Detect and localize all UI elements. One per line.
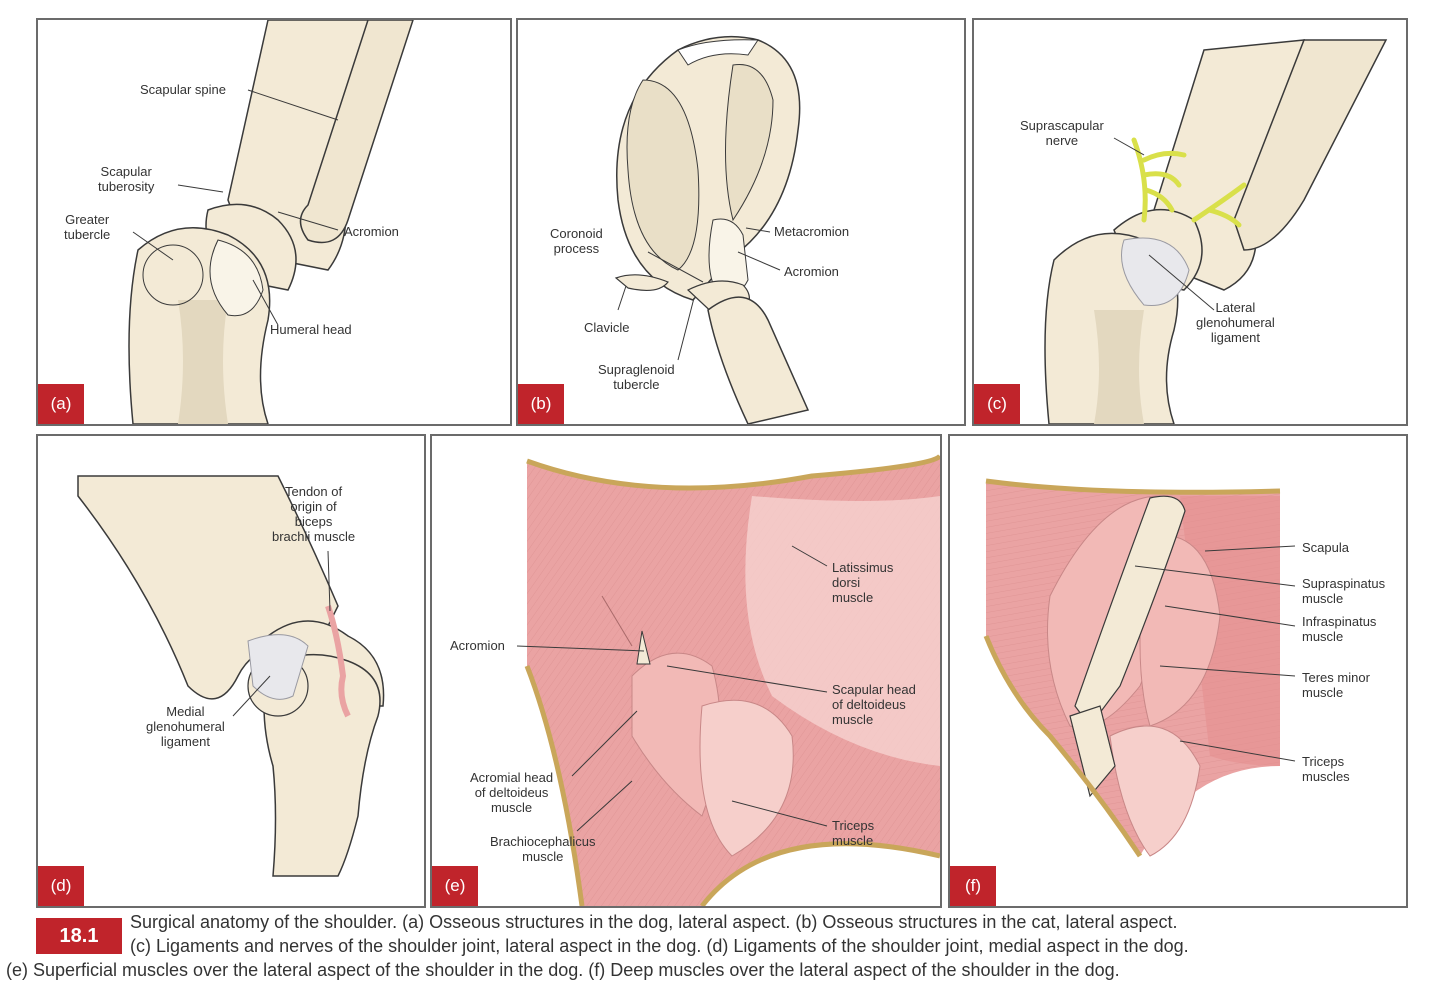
panel-b: Coronoid process Metacromion Acromion Cl… bbox=[516, 18, 966, 426]
label-latissimus-dorsi: Latissimus dorsi muscle bbox=[832, 560, 894, 605]
label-acromion-e: Acromion bbox=[450, 638, 505, 653]
caption-line-2: (c) Ligaments and nerves of the shoulder… bbox=[130, 936, 1189, 956]
panel-f-illustration bbox=[983, 478, 1296, 858]
panel-f-badge: (f) bbox=[950, 866, 996, 906]
panel-d-badge: (d) bbox=[38, 866, 84, 906]
label-teres-minor: Teres minor muscle bbox=[1302, 670, 1370, 700]
label-brachiocephalicus: Brachiocephalicus muscle bbox=[490, 834, 596, 864]
panel-c-illustration bbox=[1044, 39, 1388, 424]
caption-line-1: Surgical anatomy of the shoulder. (a) Os… bbox=[130, 912, 1178, 932]
panel-b-badge: (b) bbox=[518, 384, 564, 424]
panel-a: Scapular spine Scapular tuberosity Great… bbox=[36, 18, 512, 426]
label-triceps-f: Triceps muscles bbox=[1302, 754, 1350, 784]
caption-line-3: (e) Superficial muscles over the lateral… bbox=[6, 960, 1120, 980]
panel-c: Suprascapular nerve Lateral glenohumeral… bbox=[972, 18, 1408, 426]
panel-a-illustration bbox=[128, 20, 414, 424]
panel-e-badge: (e) bbox=[432, 866, 478, 906]
label-metacromion: Metacromion bbox=[774, 224, 850, 239]
label-greater-tubercle: Greater tubercle bbox=[64, 212, 111, 242]
label-lateral-glenohumeral-ligament: Lateral glenohumeral ligament bbox=[1196, 300, 1275, 345]
label-scapular-spine: Scapular spine bbox=[140, 82, 226, 97]
label-humeral-head: Humeral head bbox=[270, 322, 352, 337]
label-infraspinatus: Infraspinatus muscle bbox=[1302, 614, 1377, 644]
label-suprascapular-nerve: Suprascapular nerve bbox=[1020, 118, 1104, 148]
label-triceps-e: Triceps muscle bbox=[832, 818, 875, 848]
label-scapula: Scapula bbox=[1302, 540, 1349, 555]
label-acromion-a: Acromion bbox=[344, 224, 399, 239]
label-scapular-head-deltoideus: Scapular head of deltoideus muscle bbox=[832, 682, 916, 727]
label-clavicle: Clavicle bbox=[584, 320, 630, 335]
label-tendon-biceps: Tendon of origin of biceps brachii muscl… bbox=[272, 484, 356, 544]
panel-c-badge: (c) bbox=[974, 384, 1020, 424]
label-scapular-tuberosity: Scapular tuberosity bbox=[98, 164, 155, 194]
label-medial-glenohumeral-ligament: Medial glenohumeral ligament bbox=[146, 704, 225, 749]
panel-a-badge: (a) bbox=[38, 384, 84, 424]
label-supraglenoid-tubercle: Supraglenoid tubercle bbox=[598, 362, 675, 392]
figure-number-badge: 18.1 bbox=[36, 918, 122, 954]
panel-f: Scapula Supraspinatus muscle Infraspinat… bbox=[948, 434, 1408, 908]
panel-d-illustration bbox=[77, 475, 385, 877]
panel-b-illustration bbox=[614, 35, 810, 424]
panel-d: Tendon of origin of biceps brachii muscl… bbox=[36, 434, 426, 908]
label-acromion-b: Acromion bbox=[784, 264, 839, 279]
label-acromial-head-deltoideus: Acromial head of deltoideus muscle bbox=[470, 770, 554, 815]
panel-e-illustration bbox=[516, 454, 940, 906]
panel-e: Latissimus dorsi muscle Acromion Scapula… bbox=[430, 434, 942, 908]
label-coronoid-process: Coronoid process bbox=[550, 226, 603, 256]
label-supraspinatus: Supraspinatus muscle bbox=[1302, 576, 1386, 606]
